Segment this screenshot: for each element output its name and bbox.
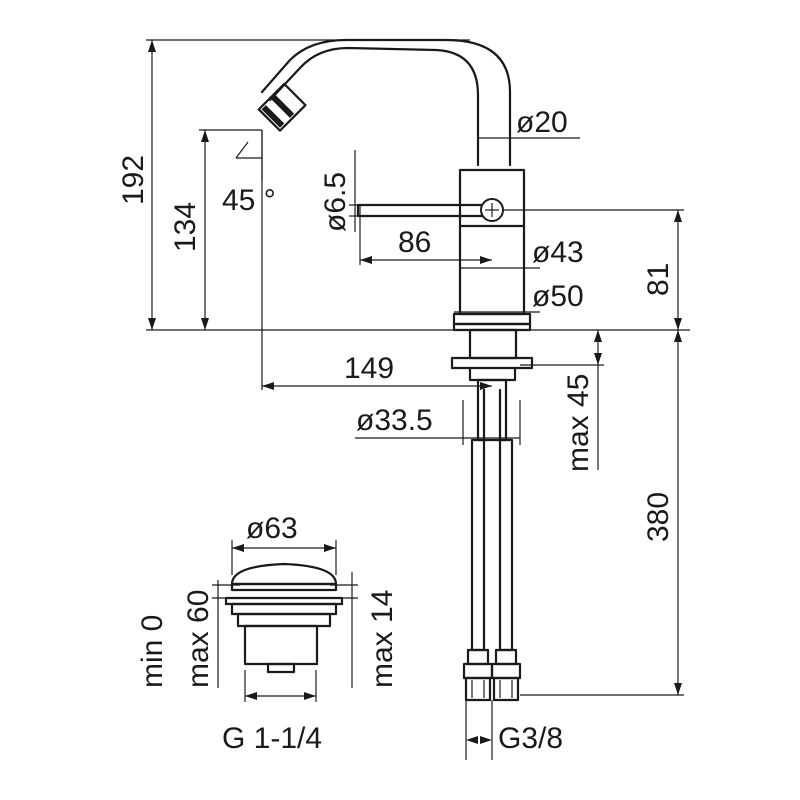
faucet-drawing (257, 38, 534, 702)
label-angle: 45 ° (222, 184, 276, 217)
label-spout-dia: ø20 (516, 106, 568, 139)
label-body-height: 81 (642, 263, 675, 296)
label-height-total: 192 (117, 155, 150, 205)
label-height-spout: 134 (169, 202, 202, 252)
label-reach: 149 (344, 352, 394, 385)
label-waste-min: min 0 (136, 615, 169, 688)
label-waste-dia: ø63 (246, 512, 298, 545)
label-max-thickness: max 45 (562, 374, 595, 472)
label-waste-max: max 60 (182, 590, 215, 688)
label-lever-dia: ø6.5 (319, 172, 352, 232)
dimension-labels: 192 134 45 ° ø6.5 86 ø20 ø43 ø50 81 149 … (117, 106, 675, 755)
label-hole-dia: ø33.5 (356, 404, 433, 437)
label-waste-height: max 14 (366, 590, 399, 688)
label-waste-thread: G 1-1/4 (222, 722, 322, 755)
label-hose-length: 380 (642, 492, 675, 542)
label-body-dia: ø43 (532, 236, 584, 269)
label-lever-length: 86 (398, 226, 431, 259)
dimension-arrows (148, 40, 682, 744)
label-hose-thread: G3/8 (498, 722, 563, 755)
waste-drawing (224, 562, 344, 674)
label-base-dia: ø50 (532, 280, 584, 313)
dimension-lines (146, 39, 690, 760)
